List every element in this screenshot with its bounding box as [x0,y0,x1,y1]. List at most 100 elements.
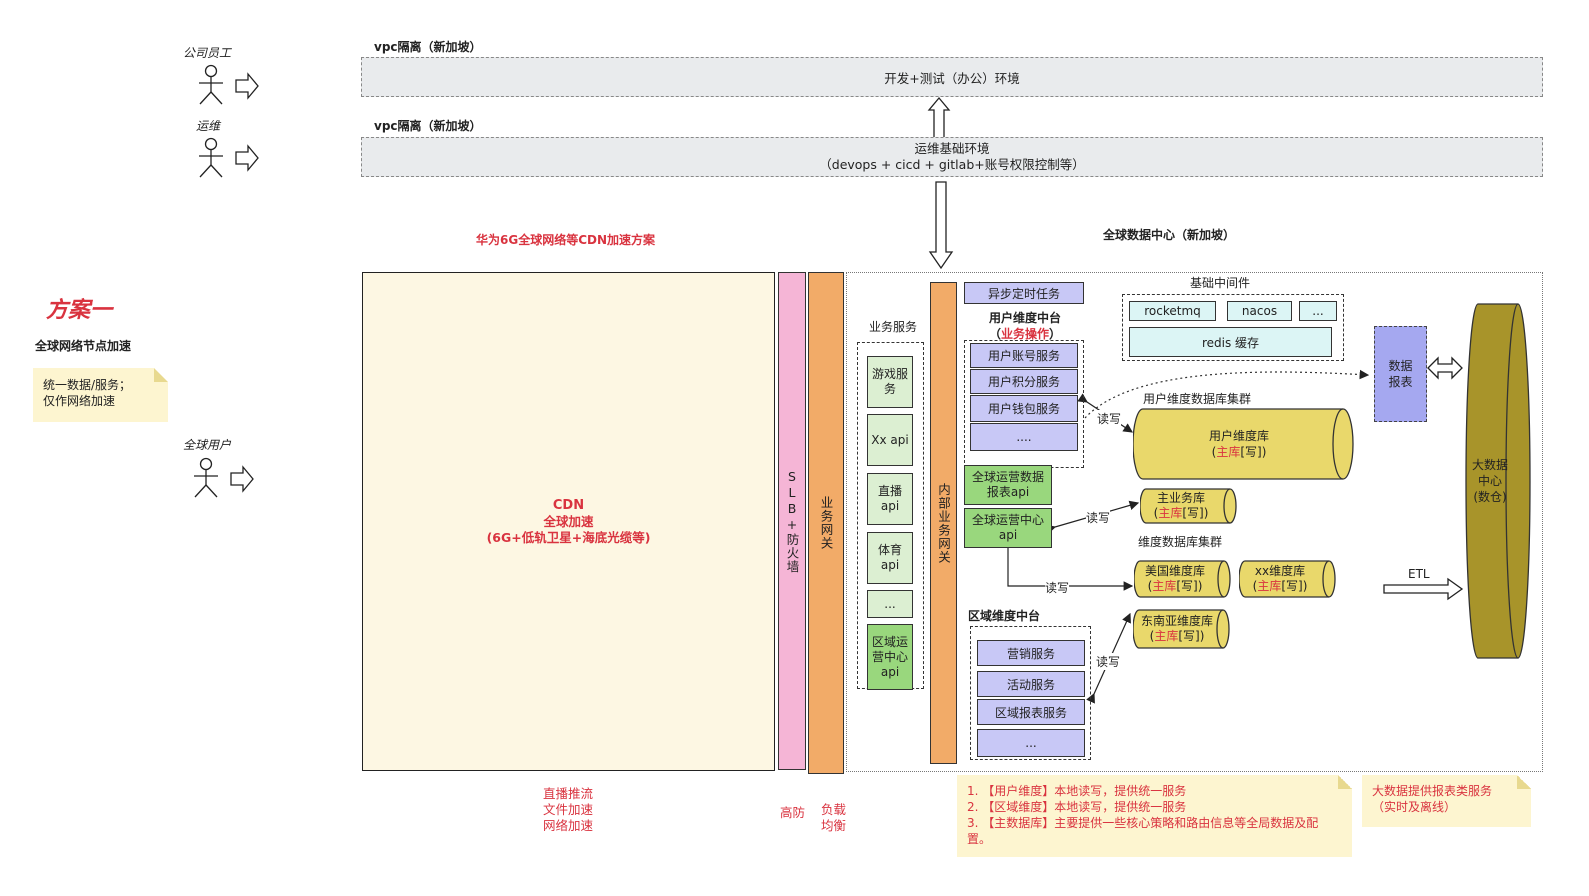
summary-line-1: 1. 【用户维度】本地读写，提供统一服务 [967,784,1187,798]
rw-label-us: 读写 [1045,579,1070,596]
person-icon [199,137,223,178]
user-dimension-db[interactable]: 用户维度库 (主库[写]) [1133,408,1355,480]
user-center-title: 用户维度中台 （业务操作） [964,310,1086,342]
region-center-title: 区域维度中台 [968,609,1041,623]
sea-db-label: 东南亚维度库 (主库[写]) [1140,614,1213,643]
person-icon [199,64,223,105]
note-fold [1338,775,1352,789]
global-ops-report-api[interactable]: 全球运营数据报表api [964,465,1052,505]
inner-gateway-label: 内部业务网关 [936,482,951,564]
bigdata-note: 大数据提供报表类服务 （实时及离线） [1362,775,1531,827]
ops-base-env: 运维基础环境 （devops + cicd + gitlab+账号权限控制等） [361,137,1543,177]
gateway-caption: 负载 均衡 [821,802,846,834]
slb-firewall: SLB+防火墙 [778,272,806,770]
user-service[interactable]: 用户账号服务 [970,343,1078,368]
datacenter-container [846,272,1543,772]
dev-test-env: 开发+测试（办公）环境 [361,57,1543,97]
cdn-section-title: 华为6G全球网络等CDN加速方案 [476,233,656,247]
etl-arrow [1383,577,1464,601]
user-db-label: 用户维度库 (主库[写]) [1208,429,1269,459]
us-db-label: 美国维度库 (主库[写]) [1144,564,1205,593]
gateway-label: 业务网关 [818,496,834,550]
cdn-box: CDN 全球加速 (6G+低轨卫星+海底光缆等) [362,272,775,771]
biz-item[interactable]: 游戏服务 [867,356,913,408]
slb-label: SLB+防火墙 [784,468,800,574]
middleware-more[interactable]: ... [1299,301,1337,321]
user-service[interactable]: 用户钱包服务 [970,395,1078,422]
gateway-caption-1: 负载 [821,802,847,817]
nacos[interactable]: nacos [1227,301,1292,321]
middleware-title: 基础中间件 [1190,276,1251,290]
redis-cache[interactable]: redis 缓存 [1129,327,1332,357]
summary-note: 1. 【用户维度】本地读写，提供统一服务 2. 【区域维度】本地读写，提供统一服… [957,775,1352,857]
ops-env-line2: （devops + cicd + gitlab+账号权限控制等） [819,157,1085,172]
db-cylinder-icon [1134,560,1231,598]
dev-test-env-label: 开发+测试（办公）环境 [884,70,1020,86]
bigdata-note-line1: 大数据提供报表类服务 [1372,784,1493,798]
gateway-caption-2: 均衡 [821,818,847,833]
bigdata-label: 大数据中心(数仓) [1472,458,1509,504]
db-cylinder-icon [1239,560,1336,598]
biz-item[interactable]: Xx api [867,414,913,466]
cdn-caption-2: 文件加速 [543,802,594,817]
db-cylinder-icon [1133,609,1230,649]
business-gateway: 业务网关 [808,272,844,774]
vpc-ops-title: vpc隔离（新加坡） [374,119,482,133]
region-service[interactable]: ... [977,729,1085,757]
cdn-caption: 直播推流 文件加速 网络加速 [543,786,593,834]
biz-item[interactable]: ... [867,590,913,618]
biz-item-regional-ops[interactable]: 区域运营中心api [867,624,913,690]
actor-ops-label: 运维 [196,119,221,133]
subtitle-highlight: 业务操作 [1000,327,1049,341]
plan-subtitle: 全球网络节点加速 [35,339,132,353]
inner-business-gateway: 内部业务网关 [930,282,957,764]
dim-db-cluster-title: 维度数据库集群 [1138,535,1223,549]
actor-employee-label: 公司员工 [183,46,232,60]
user-center-subtitle: （业务操作） [988,327,1062,341]
ops-env-line1: 运维基础环境 [914,141,990,156]
sea-dimension-db[interactable]: 东南亚维度库 (主库[写]) [1133,609,1231,649]
db-cylinder-icon [1133,408,1354,480]
region-service[interactable]: 营销服务 [977,640,1085,666]
actor-ops: 运维 [180,117,250,187]
global-ops-center-api[interactable]: 全球运营中心api [964,508,1052,548]
slb-caption: 高防 [780,805,806,820]
user-service[interactable]: .... [970,423,1078,451]
cdn-caption-1: 直播推流 [543,786,594,801]
datacenter-title: 全球数据中心（新加坡） [1103,228,1236,242]
region-service[interactable]: 区域报表服务 [977,699,1085,725]
cdn-title: CDN [552,497,585,513]
plan-note-line2: 仅作网络加速 [43,394,116,408]
region-service[interactable]: 活动服务 [977,671,1085,697]
user-db-cluster-title: 用户维度数据库集群 [1143,392,1252,406]
db-cylinder-icon [1140,488,1237,524]
biz-title: 业务服务 [869,320,918,334]
xx-dimension-db[interactable]: xx维度库 (主库[写]) [1239,560,1337,598]
report-bigdata-arrow [1427,356,1463,380]
bigdata-note-line2: （实时及离线） [1372,800,1457,814]
db-cylinder-icon [1465,303,1531,659]
us-dimension-db[interactable]: 美国维度库 (主库[写]) [1134,560,1232,598]
region-center-group [970,626,1091,760]
etl-label: ETL [1408,567,1430,581]
actor-employee: 公司员工 [180,44,250,114]
cdn-line2: 全球加速 [543,513,594,529]
biz-item[interactable]: 体育 api [867,532,913,584]
ops-to-dc-arrow [928,181,954,270]
note-fold [154,368,168,382]
xx-db-label: xx维度库 (主库[写]) [1252,564,1308,593]
user-service[interactable]: 用户积分服务 [970,369,1078,394]
async-task[interactable]: 异步定时任务 [964,282,1084,304]
biz-item[interactable]: 直播 api [867,473,913,525]
summary-line-3: 3. 【主数据库】主要提供一些核心策略和路由信息等全局数据及配置。 [967,816,1319,846]
data-report[interactable]: 数据报表 [1374,326,1427,422]
person-icon [194,457,218,498]
rw-us-db [1007,548,1134,591]
plan-note: 统一数据/服务； 仅作网络加速 [33,368,168,422]
plan-note-line1: 统一数据/服务； [43,378,132,392]
rw-label-main: 读写 [1086,509,1111,526]
rocketmq[interactable]: rocketmq [1129,301,1216,321]
main-business-db[interactable]: 主业务库 (主库[写]) [1140,488,1238,524]
bigdata-center[interactable]: 大数据中心(数仓) [1465,303,1531,659]
cdn-line3: (6G+低轨卫星+海底光缆等) [486,529,651,545]
